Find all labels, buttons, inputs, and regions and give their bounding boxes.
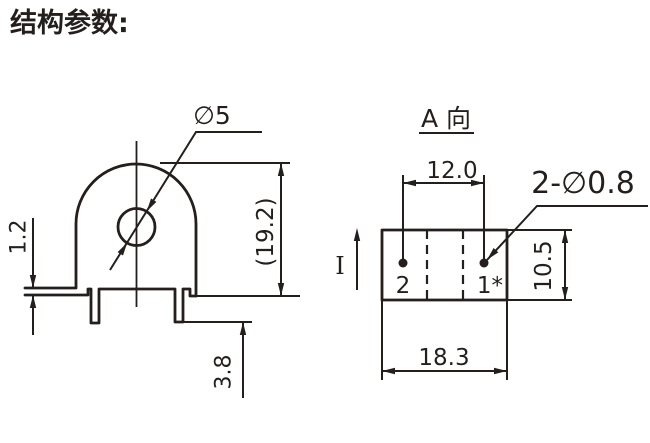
arrowhead-icon [146,198,157,212]
arrowhead-icon [403,179,416,187]
height-label: (19.2) [253,197,279,266]
a-view: A 向 2 1* 12.0 2-∅0.8 [335,104,648,380]
pin-2-label: 2 [396,273,411,299]
depth-label: 10.5 [531,240,557,291]
arrowhead-icon [117,242,128,256]
hole-leader-line [109,131,262,271]
a-view-title: A 向 [421,104,471,133]
body-bottom-outline [23,287,198,325]
pin-length-label: 3.8 [212,355,237,390]
arrowhead-icon [239,322,247,335]
arrowhead-icon [277,163,285,176]
current-label: I [335,252,344,280]
pin-diameter-label: 2-∅0.8 [531,166,635,201]
footprint-outline [380,228,509,302]
pin-1-label: 1* [477,273,503,299]
arrowhead-icon [471,179,484,187]
arrowhead-icon [353,228,361,241]
front-view: ∅5 (19.2) 1.2 3.8 [7,101,300,398]
body-outline [23,162,198,298]
page-title: 结构参数: [10,7,129,39]
arrowhead-icon [382,367,395,375]
pin-pitch-label: 12.0 [426,158,477,184]
arrowhead-icon [487,248,499,260]
hole-diameter-label: ∅5 [193,101,231,130]
arrowhead-icon [561,230,569,243]
arrowhead-icon [29,275,37,288]
pin-diameter-leader [486,205,648,261]
tab-thickness-label: 1.2 [7,220,32,255]
arrowhead-icon [29,295,37,308]
width-label: 18.3 [418,345,469,371]
arrowhead-icon [277,283,285,296]
arrowhead-icon [494,367,507,375]
arrowhead-icon [561,287,569,300]
